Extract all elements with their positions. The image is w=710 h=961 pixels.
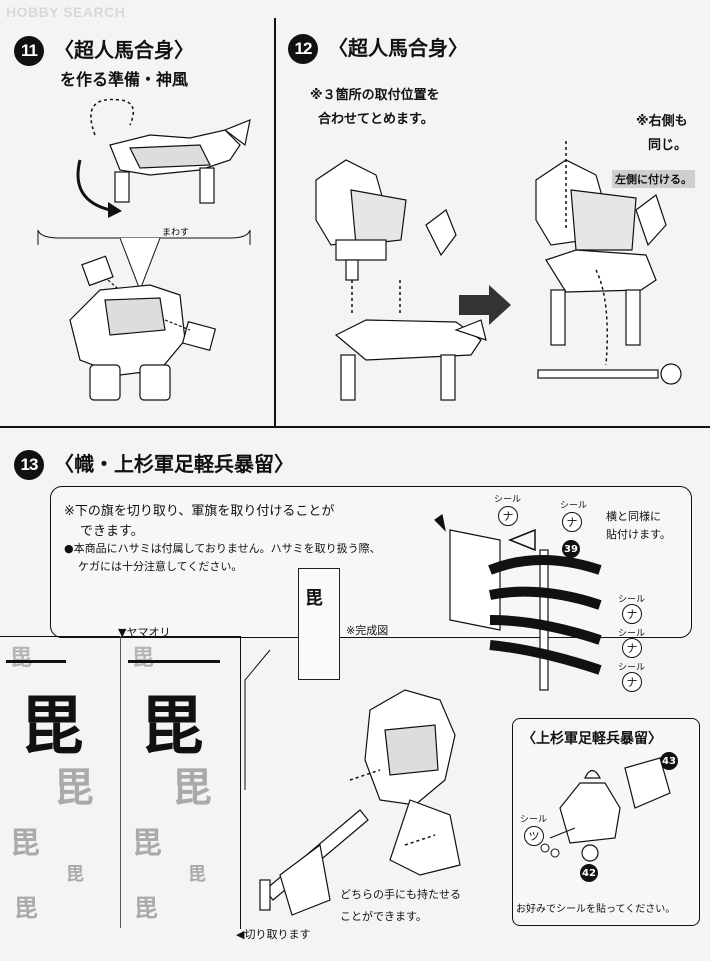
part-43-badge: 43 (660, 752, 678, 770)
seal-na-5: ナ (622, 672, 642, 692)
step-12-illustration (315, 140, 682, 401)
subbox-seal-label: シール (520, 815, 548, 825)
step-13-title: 〈幟・上杉軍足軽兵暴留〉 (54, 452, 294, 476)
seal-tsu: ツ (524, 826, 544, 846)
seal-label-1: シール (494, 495, 522, 505)
seal-label-5: シール (618, 663, 646, 673)
step-11-subtitle: を作る準備・神風 (60, 70, 189, 89)
seal-na-2: ナ (562, 512, 582, 532)
step-12-side-note-line1: ※右側も (636, 114, 688, 129)
flag-left-band (6, 660, 66, 663)
seal-na-3: ナ (622, 604, 642, 624)
flag-right-char-bottom: 毘 (134, 893, 158, 922)
step-13-number: 13 (14, 450, 44, 480)
step-11-illustration: まわす (37, 98, 251, 401)
flag-left-char-small: 毘 (66, 864, 84, 885)
subbox-title: 〈上杉軍足軽兵暴留〉 (522, 731, 662, 747)
seal-na-4: ナ (622, 638, 642, 658)
completed-flag-char: 毘 (305, 588, 323, 609)
flag-fold-line (120, 636, 121, 928)
part-39-badge: 39 (562, 540, 580, 558)
hand-note-line2: ことができます。 (340, 910, 427, 923)
label-rotate: まわす (162, 227, 189, 238)
step-12-title: 〈超人馬合身〉 (328, 36, 468, 60)
flag-left-char-low: 毘 (10, 826, 40, 861)
uesugi-soldier-illustration (540, 757, 671, 862)
seal-na-1: ナ (498, 506, 518, 526)
step-12-number: 12 (288, 34, 318, 64)
step-13-note-line1: ※下の旗を切り取り、軍旗を取り付けることが (64, 504, 335, 519)
seal-label-2: シール (560, 501, 588, 511)
panel-divider-vertical (274, 18, 276, 426)
flag-right-char-big: 毘 (140, 689, 204, 764)
flag-right-char-low: 毘 (132, 826, 162, 861)
panel-divider-horizontal (0, 426, 710, 428)
seal-label-4: シール (618, 629, 646, 639)
step-13-note-line2: できます。 (80, 524, 144, 539)
flag-left-char-bottom: 毘 (14, 893, 38, 922)
flag-left-char-mid: 毘 (54, 764, 94, 811)
hand-note-line1: どちらの手にも持たせる (340, 888, 461, 901)
flag-right-char-top: 毘 (132, 645, 155, 671)
warrior-with-flag-illustration (244, 649, 461, 916)
same-note-line2: 貼付けます。 (606, 528, 671, 541)
step-13-warning-line1: ●本商品にハサミは付属しておりません。ハサミを取り扱う際、 (64, 542, 381, 555)
flag-right-char-mid: 毘 (172, 764, 212, 811)
step-11-title: 〈超人馬合身〉 (54, 38, 194, 62)
subbox-note: お好みでシールを貼ってください。 (516, 904, 676, 915)
flag-seal-application-illustration (434, 513, 602, 691)
same-note-line1: 横と同様に (606, 510, 661, 523)
step-13-warning-line2: ケガには十分注意してください。 (78, 560, 243, 573)
step-12-side-note-line2: 同じ。 (648, 138, 688, 153)
step-12-left-side-label: 左側に付ける。 (612, 170, 695, 188)
hobby-search-logo: HOBBY SEARCH (6, 4, 126, 20)
mountain-fold-label: ▼ヤマオリ (118, 626, 171, 639)
flag-right-char-small: 毘 (188, 864, 206, 885)
step-12-note-line1: ※３箇所の取付位置を (310, 88, 440, 103)
completed-flag-illustration (298, 568, 340, 680)
flag-left-char-big: 毘 (20, 689, 84, 764)
seal-label-3: シール (618, 595, 646, 605)
cut-label: ◀切り取ります (236, 928, 311, 941)
step-12-note-line2: 合わせてとめます。 (318, 112, 434, 127)
complete-label: ※完成図 (346, 624, 389, 637)
flag-left-char-top: 毘 (10, 645, 33, 671)
step-11-number: 11 (14, 36, 44, 66)
flag-right-band (128, 660, 220, 663)
part-42-badge: 42 (580, 864, 598, 882)
